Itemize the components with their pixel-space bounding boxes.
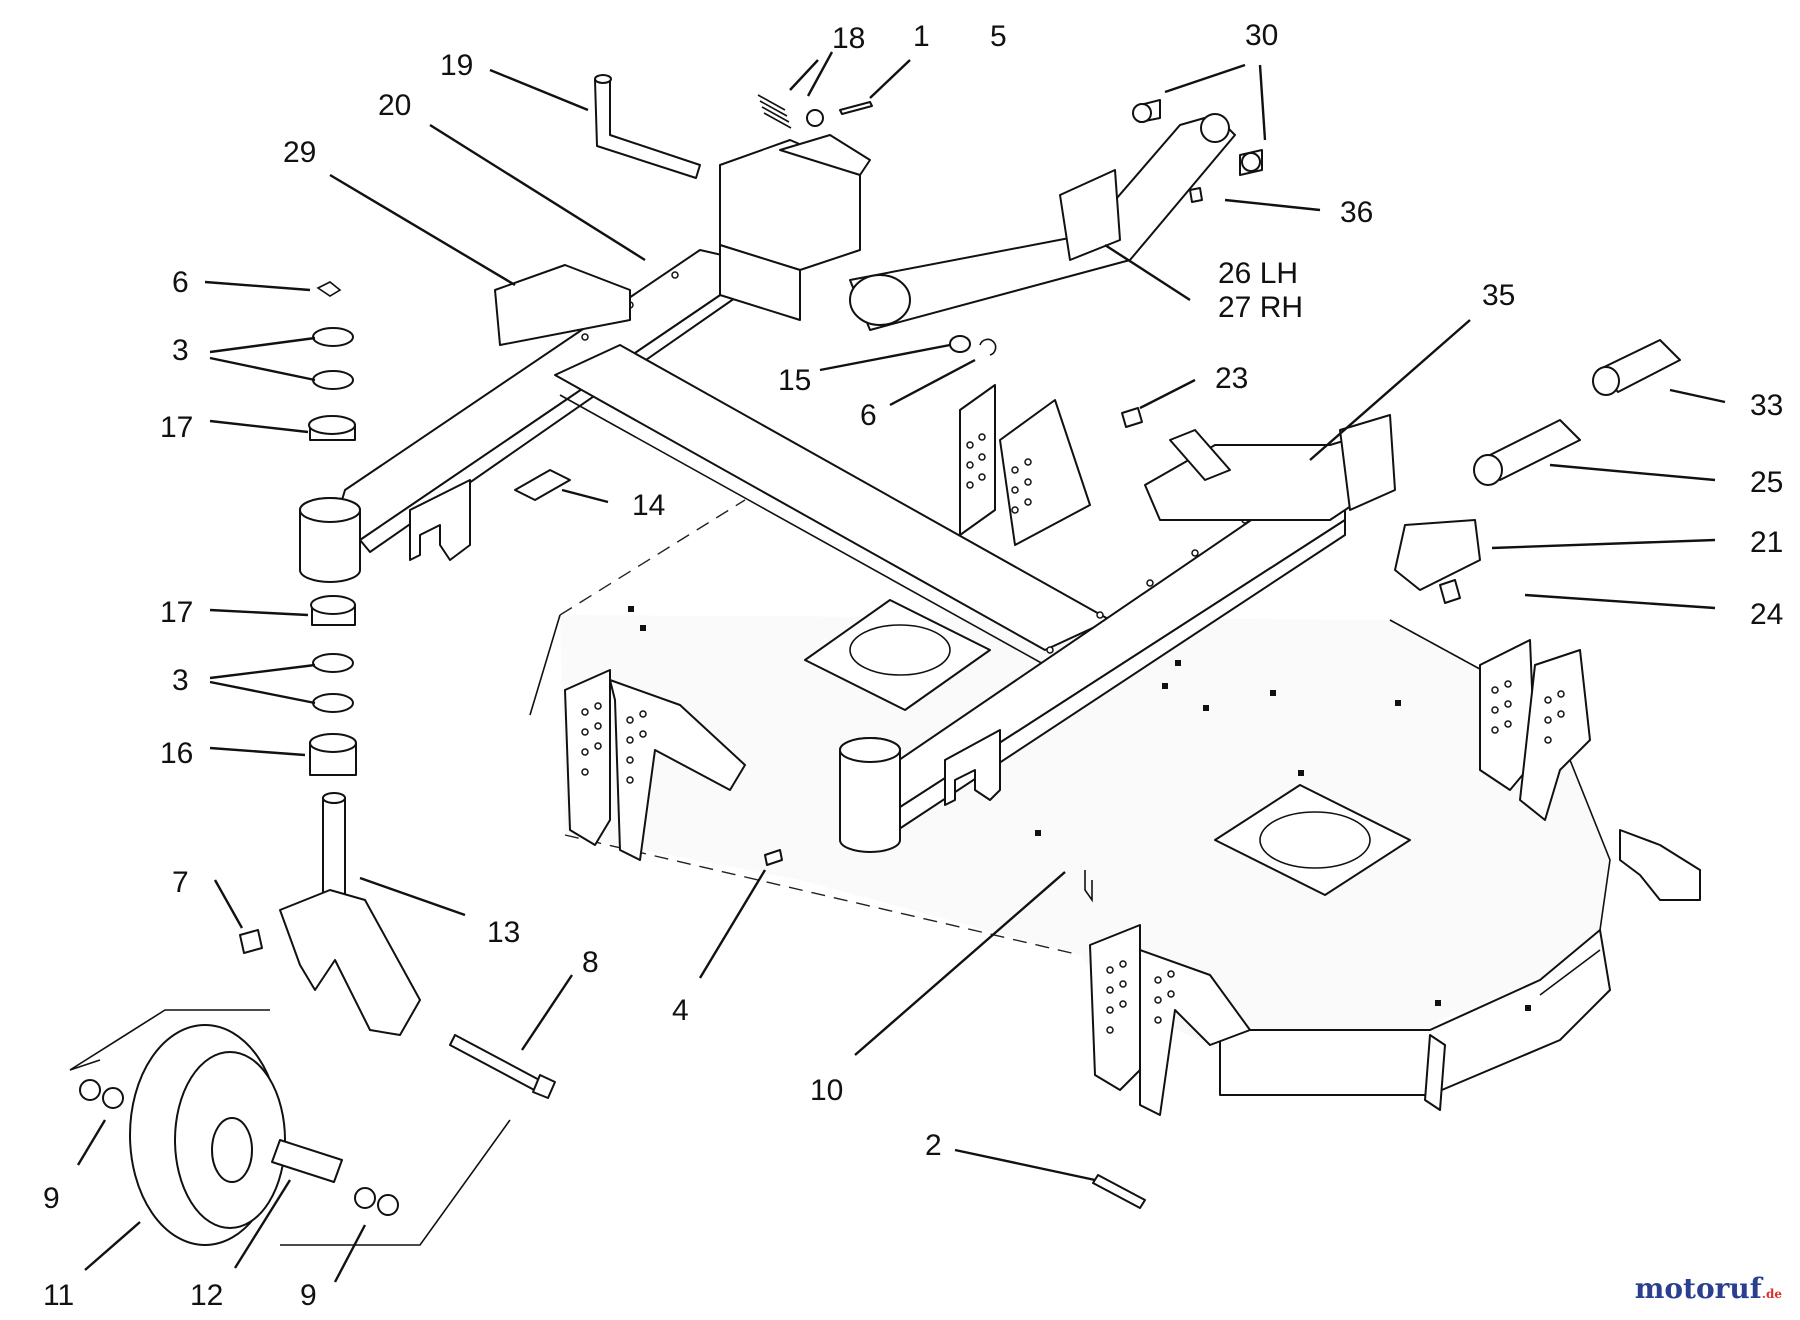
callout-23: 23: [1215, 362, 1248, 395]
callout-20: 20: [378, 89, 411, 122]
mower-deck: [529, 499, 1611, 1111]
callout-14: 14: [632, 489, 665, 522]
callout-labels: 1 2 3 3 4 5 6 6 7 8 9 9 10 11 12 13 14 1…: [43, 19, 1783, 1312]
callout-21: 21: [1750, 526, 1783, 559]
callout-6-upper: 6: [172, 266, 189, 299]
deck-baffles: [564, 639, 1701, 1116]
callout-13: 13: [487, 916, 520, 949]
callout-19: 19: [440, 49, 473, 82]
callout-16: 16: [160, 737, 193, 770]
callout-12: 12: [190, 1279, 223, 1312]
callout-30: 30: [1245, 19, 1278, 52]
callout-1: 1: [913, 20, 930, 53]
callout-4: 4: [672, 994, 689, 1027]
watermark-suffix: .de: [1761, 1287, 1782, 1301]
callout-2: 2: [925, 1129, 942, 1162]
watermark-text: motoruf: [1634, 1272, 1762, 1305]
callout-8: 8: [582, 946, 599, 979]
callout-25: 25: [1750, 466, 1783, 499]
callout-3-lower: 3: [172, 664, 189, 697]
callout-3-upper: 3: [172, 334, 189, 367]
callout-24: 24: [1750, 598, 1783, 631]
callout-7: 7: [172, 866, 189, 899]
callout-17-lower: 17: [160, 596, 193, 629]
callout-10: 10: [810, 1074, 843, 1107]
callout-9-left: 9: [43, 1182, 60, 1215]
callout-35: 35: [1482, 279, 1515, 312]
lift-arm-assembly: [69, 74, 1681, 1246]
callout-9-right: 9: [300, 1279, 317, 1312]
watermark-logo: motoruf.de: [1635, 1272, 1782, 1305]
callout-33: 33: [1750, 389, 1783, 422]
callout-5: 5: [990, 20, 1007, 53]
callout-17-upper: 17: [160, 411, 193, 444]
deck-frame: [299, 249, 1411, 896]
callout-29: 29: [283, 136, 316, 169]
leader-lines: [76, 51, 1726, 1283]
callout-18: 18: [832, 22, 865, 55]
callout-11: 11: [43, 1279, 74, 1312]
callout-27-rh: 27 RH: [1218, 291, 1303, 324]
callout-6-clip: 6: [860, 399, 877, 432]
callout-36: 36: [1340, 196, 1373, 229]
callout-26-lh: 26 LH: [1218, 257, 1298, 290]
callout-15: 15: [778, 364, 811, 397]
